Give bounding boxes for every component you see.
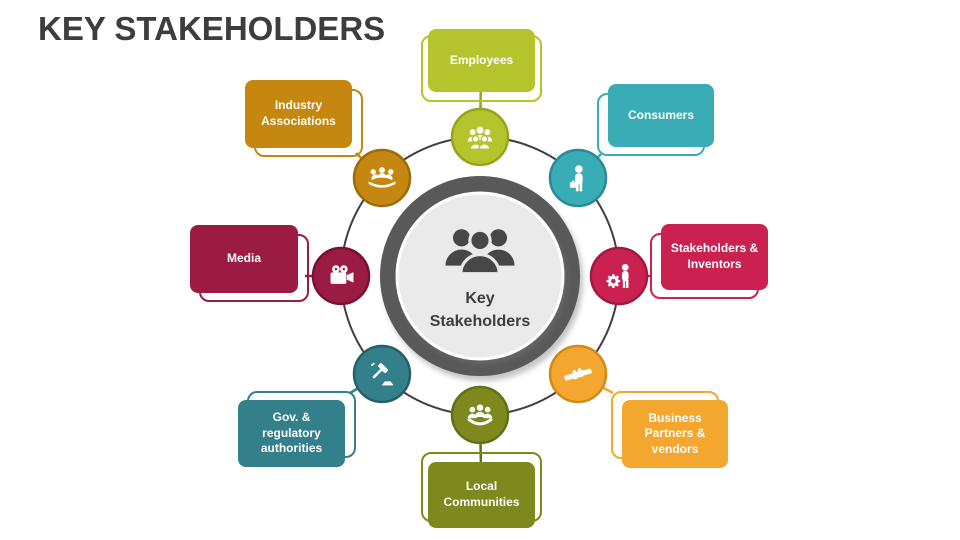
node-circle-consumers: [548, 148, 608, 208]
node-label: Media: [226, 251, 261, 266]
team-icon: [467, 126, 493, 150]
node-business-partners: Business Partners & vendors: [611, 391, 728, 468]
video-camera-icon: [330, 265, 354, 284]
person-briefcase-icon: [569, 165, 583, 192]
node-label: Industry Associations: [261, 98, 336, 128]
page-title: KEY STAKEHOLDERS: [38, 10, 386, 47]
node-local-communities: Local Communities: [421, 452, 542, 528]
node-label-box: Industry Associations: [245, 80, 352, 148]
node-label-box: Business Partners & vendors: [622, 400, 728, 468]
central-hub: [380, 176, 583, 381]
node-label: Stakeholders & Inventors: [670, 241, 759, 271]
node-circle-industry: [352, 148, 412, 208]
node-circle-employees: [450, 107, 510, 167]
community-icon: [467, 404, 493, 426]
node-consumers: Consumers: [597, 84, 714, 156]
node-label-box: Stakeholders & Inventors: [661, 224, 768, 290]
node-employees: Employees: [421, 29, 542, 102]
node-circle-gov: [352, 344, 412, 404]
node-label-box: Employees: [428, 29, 535, 92]
node-label: Local Communities: [443, 479, 520, 509]
node-label: Consumers: [627, 107, 695, 122]
gavel-icon: [370, 362, 394, 386]
conference-icon: [368, 167, 396, 188]
node-gov-regulatory: Gov. & regulatory authorities: [238, 391, 356, 467]
node-circle-local: [450, 385, 510, 445]
node-stakeholders-inventors: Stakeholders & Inventors: [650, 224, 768, 299]
node-label: Business Partners & vendors: [644, 410, 706, 456]
node-label-box: Media: [190, 225, 298, 293]
center-label-line2: Stakeholders: [429, 313, 531, 331]
node-label-box: Consumers: [608, 84, 714, 147]
hub-inner: [395, 191, 565, 361]
person-gear-icon: [606, 263, 629, 289]
handshake-icon: [564, 368, 592, 381]
node-circle-media: [311, 246, 371, 306]
node-label: Gov. & regulatory authorities: [260, 410, 323, 456]
node-label-box: Local Communities: [428, 462, 535, 528]
node-label-box: Gov. & regulatory authorities: [238, 400, 345, 467]
node-label: Employees: [449, 52, 514, 67]
node-industry-associations: Industry Associations: [245, 80, 363, 157]
center-label: Key Stakeholders: [405, 287, 555, 333]
people-group-icon: [445, 228, 515, 276]
node-circle-partners: [548, 344, 608, 404]
node-circle-stakeholders: [589, 246, 649, 306]
center-label-line1: Key: [465, 290, 495, 307]
node-media: Media: [190, 225, 309, 302]
